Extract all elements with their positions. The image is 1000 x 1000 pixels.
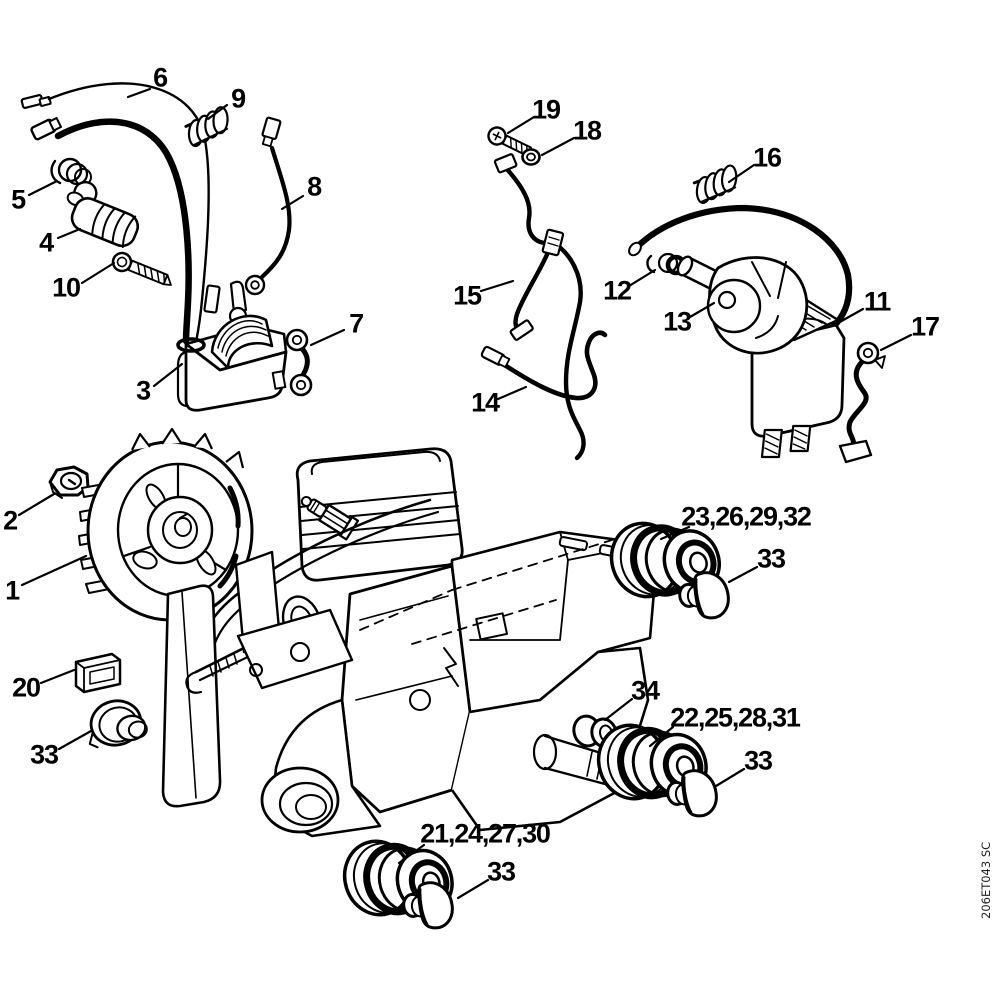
callout-22-25-28-31: 22,25,28,31 (670, 702, 801, 733)
callout-6: 6 (153, 62, 168, 93)
part-1-flywheel (78, 427, 254, 622)
leader-line-4 (56, 227, 82, 240)
callout-33-left: 33 (30, 739, 59, 770)
part-16-spring-clip (687, 160, 746, 208)
callout-15: 15 (453, 280, 482, 311)
callout-8: 8 (307, 171, 322, 202)
leader-line-12 (627, 268, 657, 288)
leader-line-10 (80, 261, 116, 285)
leader-line-17 (879, 333, 913, 352)
part-ht-lead (30, 117, 192, 345)
part-8-ground-wire (244, 116, 292, 296)
leader-line-21-24-27-30 (397, 843, 426, 865)
callout-33-right-upper: 33 (757, 543, 786, 574)
leader-line-18 (540, 136, 576, 157)
part-14-wire (480, 330, 608, 401)
leader-line-7 (309, 328, 346, 347)
part-19-screw (487, 126, 535, 158)
callout-16: 16 (753, 142, 782, 173)
leader-line-33-right-lower (714, 767, 746, 788)
part-7-clip-strap (285, 328, 313, 397)
callout-7: 7 (349, 308, 364, 339)
leader-line-20 (39, 668, 76, 685)
leader-line-8 (280, 194, 305, 211)
callout-33-bottom: 33 (487, 856, 516, 887)
leader-line-11 (836, 307, 865, 325)
part-13-spark-plug-boot (676, 255, 809, 355)
callout-17: 17 (911, 311, 940, 342)
callout-18: 18 (573, 115, 602, 146)
leader-line-23-26-29-32 (659, 525, 691, 541)
leader-line-9 (206, 103, 229, 121)
leader-line-5 (27, 179, 59, 197)
leader-line-15 (479, 279, 515, 293)
part-20-cover-plate (74, 652, 122, 694)
part-4-spark-plug-boot (66, 180, 140, 249)
leader-line-16 (727, 163, 756, 184)
leader-line-22-25-28-31 (648, 725, 675, 748)
leader-line-13 (688, 301, 716, 319)
leader-line-2 (17, 492, 56, 517)
callout-20: 20 (12, 672, 41, 703)
part-6-short-circuit-wire (20, 82, 210, 344)
part-9-spring-clip (178, 101, 238, 152)
leader-line-33-bottom (456, 878, 490, 900)
callout-19: 19 (532, 94, 561, 125)
callout-13: 13 (663, 306, 692, 337)
callout-21-24-27-30: 21,24,27,30 (420, 818, 551, 849)
part-33-plug-left (88, 699, 148, 749)
part-17-contact-spring (838, 341, 886, 464)
callout-4: 4 (39, 227, 54, 258)
callout-23-26-29-32: 23,26,29,32 (681, 501, 812, 532)
leader-line-1 (20, 554, 88, 587)
leader-line-6 (126, 87, 152, 99)
leader-line-33-right-upper (727, 565, 759, 584)
part-10-screw (111, 251, 172, 286)
part-18-washer (521, 148, 541, 166)
callout-34: 34 (631, 675, 660, 706)
callout-3: 3 (136, 375, 151, 406)
callout-1: 1 (5, 575, 20, 606)
callout-33-right-lower: 33 (744, 745, 773, 776)
part-15-wiring-harness (493, 153, 586, 461)
callout-14: 14 (471, 387, 500, 418)
part-5-torsion-spring (50, 157, 92, 186)
leader-line-19 (506, 115, 536, 135)
part-3-ignition-module (176, 280, 288, 412)
callout-5: 5 (11, 184, 26, 215)
callout-2: 2 (3, 505, 18, 536)
leader-line-33-left (57, 729, 93, 751)
leader-line-14 (496, 385, 528, 401)
leader-line-3 (152, 362, 184, 388)
callout-9: 9 (231, 83, 246, 114)
callout-10: 10 (52, 272, 81, 303)
engine-assembly (161, 447, 658, 838)
leader-line-34 (603, 697, 634, 722)
callout-11: 11 (863, 286, 891, 317)
callout-12: 12 (603, 275, 632, 306)
drawing-number: 206ET043 SC (979, 841, 993, 919)
leader-lines (17, 87, 913, 900)
